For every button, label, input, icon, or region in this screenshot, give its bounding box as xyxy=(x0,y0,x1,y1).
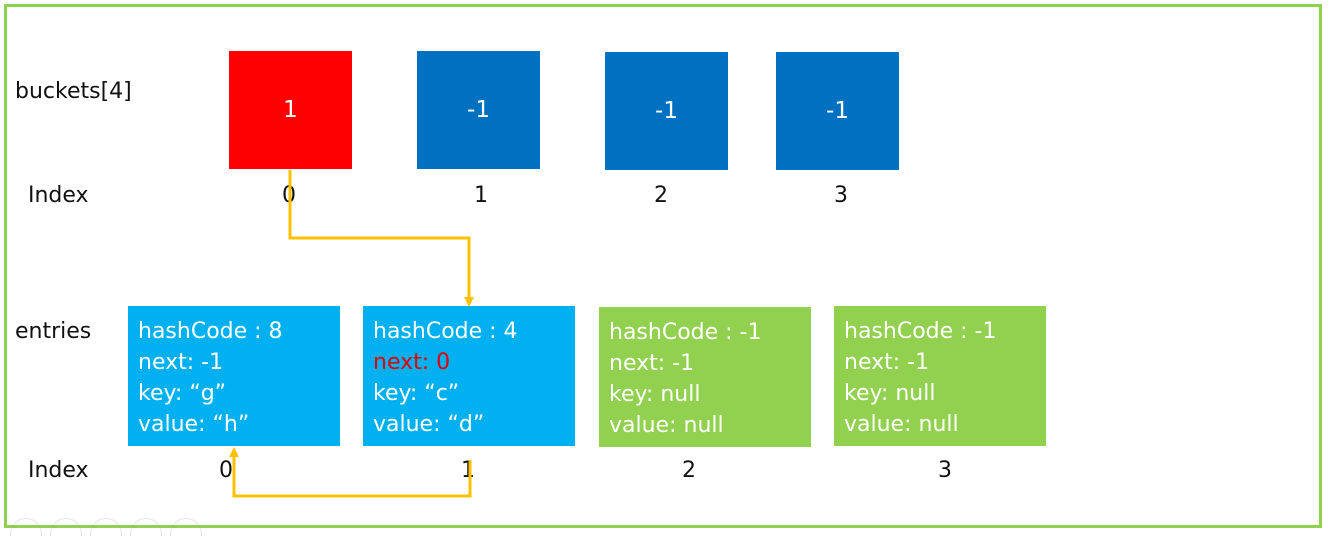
bucket-index: 0 xyxy=(282,183,296,208)
entry-cell: hashCode : 4 next: 0 key: “c” value: “d” xyxy=(363,306,575,446)
bucket-index-label: Index xyxy=(28,183,89,208)
bucket-cell: 1 xyxy=(229,51,352,169)
slide-toolbar-icons xyxy=(10,518,202,536)
entry-hashcode: hashCode : -1 xyxy=(609,320,762,345)
entry-key: key: null xyxy=(844,381,936,406)
entry-index-label: Index xyxy=(28,458,89,483)
entry-value: value: “h” xyxy=(138,412,250,437)
buckets-label: buckets[4] xyxy=(15,79,132,104)
entry-key: key: “g” xyxy=(138,381,227,406)
diagram-frame xyxy=(4,4,1322,528)
entry-index: 2 xyxy=(682,458,696,483)
entry-next: next: -1 xyxy=(138,350,224,375)
entry-key: key: “c” xyxy=(373,381,460,406)
entry-value: value: null xyxy=(609,413,724,438)
entries-label: entries xyxy=(15,319,92,344)
entry-cell: hashCode : -1 next: -1 key: null value: … xyxy=(599,307,811,447)
entry-key: key: null xyxy=(609,382,701,407)
entry-value: value: “d” xyxy=(373,412,485,437)
entry-next: next: 0 xyxy=(373,350,451,375)
bucket-cell: -1 xyxy=(776,52,899,170)
entry-hashcode: hashCode : 4 xyxy=(373,319,518,344)
entry-next: next: -1 xyxy=(609,351,695,376)
entry-next: next: -1 xyxy=(844,350,930,375)
toolbar-circle-icon xyxy=(90,518,122,536)
bucket-cell: -1 xyxy=(605,52,728,170)
toolbar-circle-icon xyxy=(130,518,162,536)
entry-index: 1 xyxy=(461,458,475,483)
entry-cell: hashCode : 8 next: -1 key: “g” value: “h… xyxy=(128,306,340,446)
entry-hashcode: hashCode : -1 xyxy=(844,319,997,344)
entry-value: value: null xyxy=(844,412,959,437)
toolbar-circle-icon xyxy=(50,518,82,536)
bucket-cell: -1 xyxy=(417,51,540,169)
toolbar-circle-icon xyxy=(170,518,202,536)
entry-index: 3 xyxy=(938,458,952,483)
entry-hashcode: hashCode : 8 xyxy=(138,319,283,344)
bucket-index: 3 xyxy=(834,183,848,208)
entry-index: 0 xyxy=(219,458,233,483)
bucket-index: 2 xyxy=(654,183,668,208)
toolbar-circle-icon xyxy=(10,518,42,536)
bucket-index: 1 xyxy=(474,183,488,208)
entry-cell: hashCode : -1 next: -1 key: null value: … xyxy=(834,306,1046,446)
